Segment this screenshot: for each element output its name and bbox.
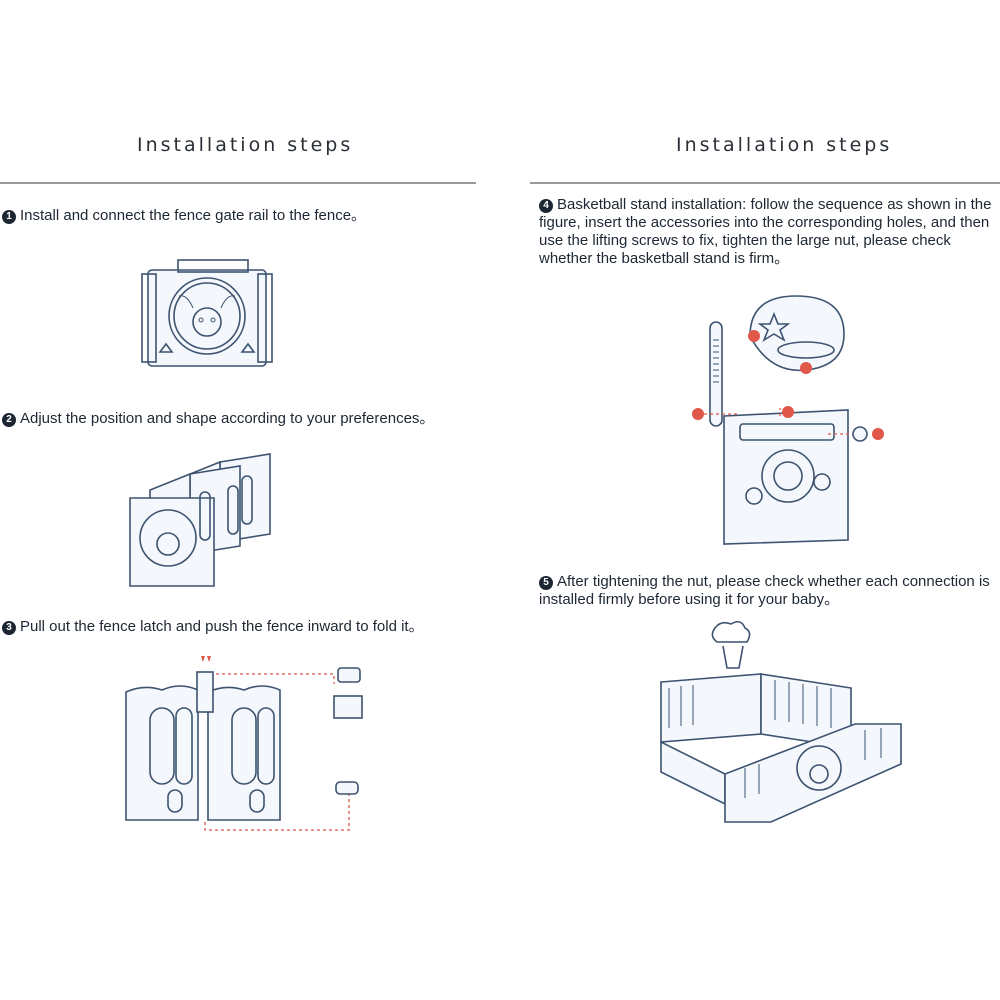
step-number-2: 2 bbox=[2, 413, 16, 427]
gate-rail-figure bbox=[141, 259, 273, 367]
step-2: 2 Adjust the position and shape according… bbox=[2, 410, 472, 428]
step-3: 3 Pull out the fence latch and push the f… bbox=[2, 618, 472, 636]
right-heading: Installation steps bbox=[676, 134, 893, 156]
fence-latch-figure bbox=[125, 656, 363, 831]
basketball-stand-figure bbox=[692, 295, 884, 545]
step-2-text: Adjust the position and shape according … bbox=[20, 410, 435, 427]
folded-panels-figure bbox=[129, 453, 271, 587]
step-3-text: Pull out the fence latch and push the fe… bbox=[20, 618, 424, 635]
step-1: 1 Install and connect the fence gate rail… bbox=[2, 207, 472, 225]
step-number-1: 1 bbox=[2, 210, 16, 224]
left-divider bbox=[0, 182, 476, 184]
step-number-3: 3 bbox=[2, 621, 16, 635]
step-1-text: Install and connect the fence gate rail … bbox=[20, 207, 367, 224]
left-heading: Installation steps bbox=[137, 134, 354, 156]
right-divider bbox=[530, 182, 1000, 184]
step-number-5: 5 bbox=[539, 576, 553, 590]
step-number-4: 4 bbox=[539, 199, 553, 213]
step-4-text: Basketball stand installation: follow th… bbox=[539, 196, 992, 267]
step-5-text: After tightening the nut, please check w… bbox=[539, 573, 990, 608]
assembled-playpen-figure bbox=[660, 620, 902, 823]
